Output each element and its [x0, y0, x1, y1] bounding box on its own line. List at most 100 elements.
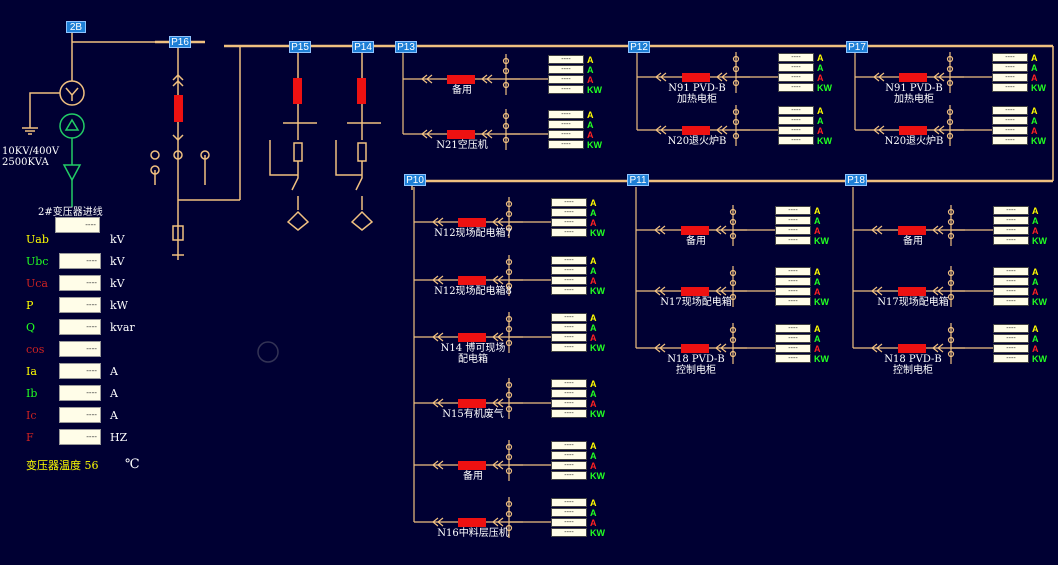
- feeder-value-13-3[interactable]: ----: [775, 297, 811, 306]
- feeder-breaker-2[interactable]: [682, 73, 710, 82]
- feeder-value-9-2[interactable]: ----: [551, 399, 587, 408]
- feeder-value-4-3[interactable]: ----: [992, 83, 1028, 92]
- feeder-value-11-3[interactable]: ----: [551, 528, 587, 537]
- feeder-value-1-2[interactable]: ----: [548, 130, 584, 139]
- feeder-value-1-0[interactable]: ----: [548, 110, 584, 119]
- feeder-value-5-1[interactable]: ----: [992, 116, 1028, 125]
- feeder-value-15-0[interactable]: ----: [993, 206, 1029, 215]
- p15-breaker[interactable]: [293, 78, 302, 104]
- tag-p10[interactable]: P10: [404, 174, 426, 186]
- feeder-value-14-1[interactable]: ----: [775, 334, 811, 343]
- feeder-value-8-2[interactable]: ----: [551, 333, 587, 342]
- feeder-value-10-0[interactable]: ----: [551, 441, 587, 450]
- tag-p15[interactable]: P15: [289, 41, 311, 53]
- feeder-value-6-3[interactable]: ----: [551, 228, 587, 237]
- feeder-value-11-0[interactable]: ----: [551, 498, 587, 507]
- feeder-value-6-0[interactable]: ----: [551, 198, 587, 207]
- feeder-value-8-1[interactable]: ----: [551, 323, 587, 332]
- feeder-value-0-0[interactable]: ----: [548, 55, 584, 64]
- feeder-breaker-11[interactable]: [458, 518, 486, 527]
- feeder-value-15-2[interactable]: ----: [993, 226, 1029, 235]
- meter-value-1[interactable]: ----: [59, 253, 101, 269]
- feeder-breaker-9[interactable]: [458, 399, 486, 408]
- feeder-value-17-0[interactable]: ----: [993, 324, 1029, 333]
- feeder-value-2-3[interactable]: ----: [778, 83, 814, 92]
- feeder-value-6-2[interactable]: ----: [551, 218, 587, 227]
- feeder-value-16-2[interactable]: ----: [993, 287, 1029, 296]
- tag-p16[interactable]: P16: [169, 36, 191, 48]
- feeder-value-2-0[interactable]: ----: [778, 53, 814, 62]
- feeder-value-4-2[interactable]: ----: [992, 73, 1028, 82]
- tag-2b[interactable]: 2B: [66, 21, 86, 33]
- feeder-value-4-0[interactable]: ----: [992, 53, 1028, 62]
- feeder-value-13-1[interactable]: ----: [775, 277, 811, 286]
- feeder-breaker-0[interactable]: [447, 75, 475, 84]
- feeder-value-0-1[interactable]: ----: [548, 65, 584, 74]
- feeder-value-0-2[interactable]: ----: [548, 75, 584, 84]
- feeder-breaker-17[interactable]: [898, 344, 926, 353]
- feeder-value-5-0[interactable]: ----: [992, 106, 1028, 115]
- feeder-value-1-3[interactable]: ----: [548, 140, 584, 149]
- feeder-breaker-1[interactable]: [447, 130, 475, 139]
- feeder-value-1-1[interactable]: ----: [548, 120, 584, 129]
- feeder-value-5-3[interactable]: ----: [992, 136, 1028, 145]
- feeder-value-3-0[interactable]: ----: [778, 106, 814, 115]
- feeder-value-4-1[interactable]: ----: [992, 63, 1028, 72]
- feeder-value-9-3[interactable]: ----: [551, 409, 587, 418]
- meter-title-value[interactable]: ----: [55, 217, 100, 233]
- p16-breaker[interactable]: [174, 95, 183, 122]
- feeder-value-13-0[interactable]: ----: [775, 267, 811, 276]
- feeder-value-5-2[interactable]: ----: [992, 126, 1028, 135]
- feeder-breaker-16[interactable]: [898, 287, 926, 296]
- p14-breaker[interactable]: [357, 78, 366, 104]
- feeder-value-13-2[interactable]: ----: [775, 287, 811, 296]
- feeder-value-9-0[interactable]: ----: [551, 379, 587, 388]
- feeder-value-17-2[interactable]: ----: [993, 344, 1029, 353]
- tag-p18[interactable]: P18: [845, 174, 867, 186]
- feeder-value-3-2[interactable]: ----: [778, 126, 814, 135]
- feeder-value-14-0[interactable]: ----: [775, 324, 811, 333]
- feeder-value-16-1[interactable]: ----: [993, 277, 1029, 286]
- tag-p12[interactable]: P12: [628, 41, 650, 53]
- feeder-value-16-0[interactable]: ----: [993, 267, 1029, 276]
- feeder-value-10-3[interactable]: ----: [551, 471, 587, 480]
- feeder-value-8-0[interactable]: ----: [551, 313, 587, 322]
- feeder-value-9-1[interactable]: ----: [551, 389, 587, 398]
- feeder-value-7-0[interactable]: ----: [551, 256, 587, 265]
- feeder-value-7-2[interactable]: ----: [551, 276, 587, 285]
- feeder-breaker-3[interactable]: [682, 126, 710, 135]
- feeder-value-15-1[interactable]: ----: [993, 216, 1029, 225]
- feeder-breaker-7[interactable]: [458, 276, 486, 285]
- tag-p13[interactable]: P13: [395, 41, 417, 53]
- feeder-value-8-3[interactable]: ----: [551, 343, 587, 352]
- feeder-value-3-1[interactable]: ----: [778, 116, 814, 125]
- meter-value-6[interactable]: ----: [59, 363, 101, 379]
- feeder-breaker-13[interactable]: [681, 287, 709, 296]
- tag-p17[interactable]: P17: [846, 41, 868, 53]
- feeder-breaker-4[interactable]: [899, 73, 927, 82]
- feeder-breaker-6[interactable]: [458, 218, 486, 227]
- feeder-value-12-3[interactable]: ----: [775, 236, 811, 245]
- feeder-value-2-2[interactable]: ----: [778, 73, 814, 82]
- feeder-value-11-1[interactable]: ----: [551, 508, 587, 517]
- feeder-value-7-3[interactable]: ----: [551, 286, 587, 295]
- feeder-value-10-1[interactable]: ----: [551, 451, 587, 460]
- meter-value-2[interactable]: ----: [59, 275, 101, 291]
- feeder-breaker-14[interactable]: [681, 344, 709, 353]
- meter-value-3[interactable]: ----: [59, 297, 101, 313]
- feeder-value-6-1[interactable]: ----: [551, 208, 587, 217]
- feeder-value-12-0[interactable]: ----: [775, 206, 811, 215]
- feeder-breaker-12[interactable]: [681, 226, 709, 235]
- tag-p14[interactable]: P14: [352, 41, 374, 53]
- feeder-breaker-5[interactable]: [899, 126, 927, 135]
- feeder-breaker-8[interactable]: [458, 333, 486, 342]
- feeder-value-15-3[interactable]: ----: [993, 236, 1029, 245]
- feeder-value-2-1[interactable]: ----: [778, 63, 814, 72]
- feeder-value-12-2[interactable]: ----: [775, 226, 811, 235]
- meter-value-4[interactable]: ----: [59, 319, 101, 335]
- feeder-value-11-2[interactable]: ----: [551, 518, 587, 527]
- feeder-value-10-2[interactable]: ----: [551, 461, 587, 470]
- meter-value-5[interactable]: ----: [59, 341, 101, 357]
- feeder-value-14-3[interactable]: ----: [775, 354, 811, 363]
- feeder-value-17-1[interactable]: ----: [993, 334, 1029, 343]
